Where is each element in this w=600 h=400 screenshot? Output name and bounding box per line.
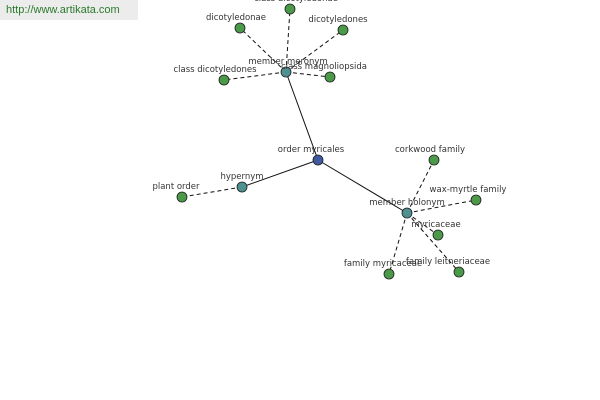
graph-nodes xyxy=(176,3,482,280)
node-top[interactable] xyxy=(284,3,296,15)
edge-meronym-magnoliopsida xyxy=(285,71,331,78)
node-label-leitneriaceae[interactable]: family leitneriaceae xyxy=(406,257,490,267)
edge-order-holonym xyxy=(317,159,408,214)
node-magnoliopsida[interactable] xyxy=(324,71,336,83)
edge-holonym-corkwood xyxy=(406,159,435,214)
node-label-holonym[interactable]: member holonym xyxy=(369,198,444,208)
edge-meronym-dicotyledonae xyxy=(239,27,287,73)
node-label-order[interactable]: order myricales xyxy=(278,145,345,155)
node-waxmyrtle[interactable] xyxy=(470,194,482,206)
edge-holonym-leitneriaceae xyxy=(406,212,460,273)
node-corkwood[interactable] xyxy=(428,154,440,166)
node-label-waxmyrtle[interactable]: wax-myrtle family xyxy=(430,185,507,195)
graph-labels: order myricales hypernym plant order member… xyxy=(152,0,506,269)
node-label-meronym[interactable]: member meronym xyxy=(248,57,327,67)
node-dicotyledones[interactable] xyxy=(337,24,349,36)
edge-order-meronym xyxy=(285,71,319,161)
node-label-corkwood[interactable]: corkwood family xyxy=(395,145,465,155)
node-holonym[interactable] xyxy=(401,207,413,219)
edge-meronym-top xyxy=(285,8,291,73)
edge-holonym-myricaceae xyxy=(406,212,439,236)
edge-holonym-family_myricaceae xyxy=(388,212,408,275)
node-class_dicot[interactable] xyxy=(218,74,230,86)
node-myricaceae[interactable] xyxy=(432,229,444,241)
node-label-myricaceae[interactable]: myricaceae xyxy=(411,220,460,230)
edge-meronym-class_dicot xyxy=(223,71,287,81)
edge-holonym-waxmyrtle xyxy=(406,199,477,214)
edge-hypernym-plant_order xyxy=(181,186,243,198)
node-dicotyledonae[interactable] xyxy=(234,22,246,34)
node-label-dicotyledonae[interactable]: dicotyledonae xyxy=(206,13,266,23)
node-family_myricaceae[interactable] xyxy=(383,268,395,280)
node-label-magnoliopsida[interactable]: class magnoliopsida xyxy=(281,62,367,72)
node-meronym[interactable] xyxy=(280,66,292,78)
site-link[interactable]: http://www.artikata.com xyxy=(0,0,138,20)
node-label-plant_order[interactable]: plant order xyxy=(152,182,200,192)
edge-meronym-dicotyledones xyxy=(285,29,344,73)
node-leitneriaceae[interactable] xyxy=(453,266,465,278)
node-label-family_myricaceae[interactable]: family myricaceae xyxy=(344,259,422,269)
node-hypernym[interactable] xyxy=(236,181,248,193)
edge-order-hypernym xyxy=(241,159,319,188)
node-order[interactable] xyxy=(312,154,324,166)
node-label-top[interactable]: class dicotyledonae xyxy=(254,0,338,4)
node-label-dicotyledones[interactable]: dicotyledones xyxy=(308,15,368,25)
graph-edges xyxy=(181,8,477,275)
node-label-class_dicot[interactable]: class dicotyledones xyxy=(173,65,257,75)
node-label-hypernym[interactable]: hypernym xyxy=(220,172,263,182)
node-plant_order[interactable] xyxy=(176,191,188,203)
